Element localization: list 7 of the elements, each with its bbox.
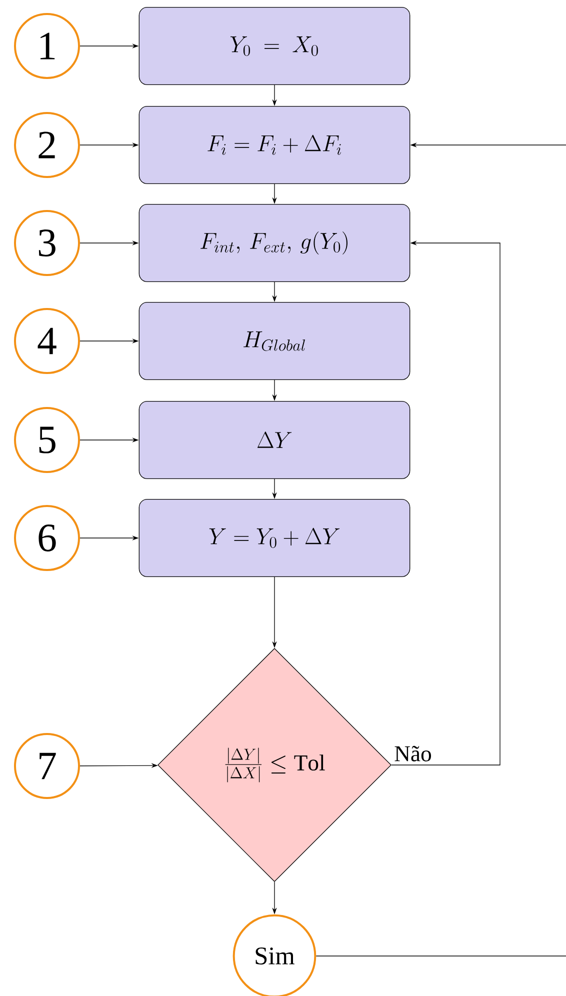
process-box: $F_i = F_i + \Delta F_i$: [138, 106, 410, 184]
process-box: $\Delta Y$: [138, 401, 410, 479]
process-box: $Y_0 \ = \ X_0$: [138, 7, 410, 85]
edge-label: Não: [392, 744, 434, 763]
process-box: $Y = Y_0 + \Delta Y$: [138, 499, 410, 577]
process-box: $H_{Global}$: [138, 302, 410, 380]
process-box: $F_{int},\, F_{ext},\, g(Y_0)$: [138, 204, 410, 282]
